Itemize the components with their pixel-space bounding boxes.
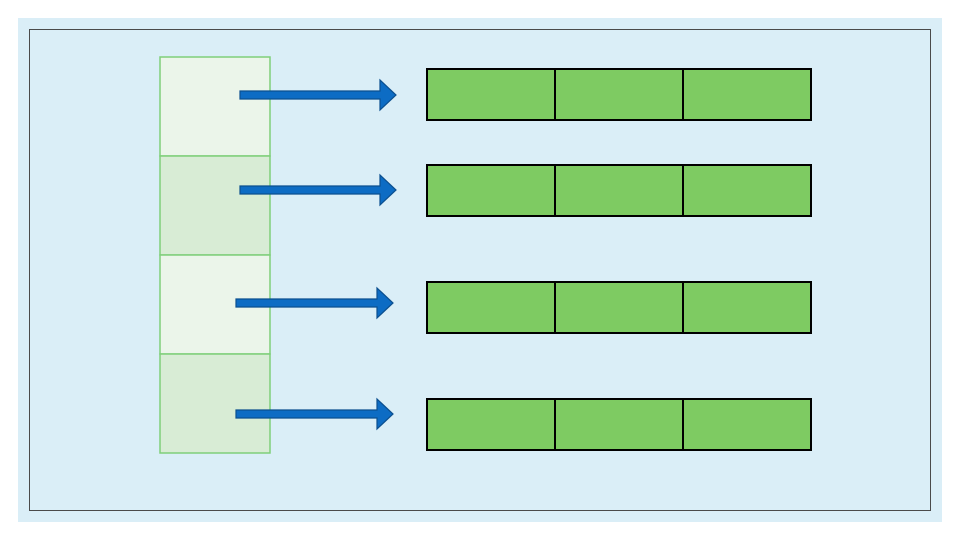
- index-cell: [159, 56, 271, 157]
- row-cell: [554, 164, 684, 217]
- right-arrow-icon: [235, 286, 394, 320]
- right-arrow-icon: [239, 78, 397, 112]
- row-cell: [554, 398, 684, 451]
- row-cell: [426, 164, 556, 217]
- row-cell: [426, 68, 556, 121]
- row-cell: [682, 398, 812, 451]
- row-cell: [682, 68, 812, 121]
- row-cell: [426, 398, 556, 451]
- row-cell: [554, 68, 684, 121]
- row-cell: [682, 281, 812, 334]
- right-arrow-icon: [239, 173, 397, 207]
- index-cell: [159, 353, 271, 454]
- right-arrow-icon: [235, 397, 394, 431]
- index-cell: [159, 155, 271, 256]
- row-cell: [554, 281, 684, 334]
- row-cell: [426, 281, 556, 334]
- row-cell: [682, 164, 812, 217]
- inner-panel-frame: [29, 29, 931, 511]
